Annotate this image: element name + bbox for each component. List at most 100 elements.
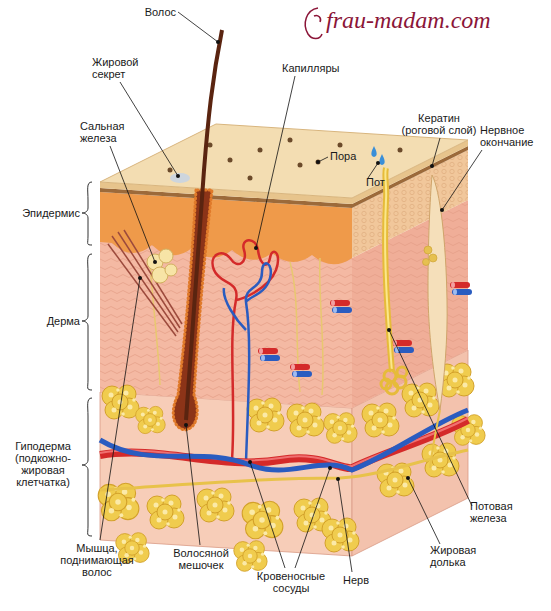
vessel-cross-sections <box>392 340 414 353</box>
dermal-nerves <box>150 258 323 395</box>
part-label: Волос <box>130 6 176 18</box>
skin-surface <box>168 168 173 173</box>
leader-lines <box>432 138 440 166</box>
watermark: frau-madam.com <box>326 6 546 34</box>
leader-dots <box>387 328 391 332</box>
nerve <box>430 410 440 468</box>
part-label: Кератин (роговой слой) <box>400 112 478 136</box>
sebaceous-gland <box>159 249 173 263</box>
deep-blood-vessels <box>100 420 468 468</box>
part-label: Пора <box>330 150 370 162</box>
leader-lines <box>250 462 285 568</box>
part-label: Кровеносные сосуды <box>253 570 329 594</box>
leader-lines <box>368 163 378 178</box>
hair-follicle <box>170 30 222 430</box>
sebaceous-gland <box>165 264 177 276</box>
sweat-gland <box>385 168 392 372</box>
part-label: Нерв <box>343 574 383 586</box>
fat-lobules <box>234 541 267 572</box>
part-label: Жировой секрет <box>92 56 148 80</box>
part-label: Потовая железа <box>470 500 530 524</box>
leader-lines <box>338 479 352 572</box>
leader-lines <box>389 330 472 506</box>
leader-dots <box>328 466 332 470</box>
leader-dots <box>430 164 434 168</box>
fat-lobules <box>452 415 485 446</box>
leader-lines <box>110 146 155 262</box>
part-label: Нервное окончание <box>480 124 550 148</box>
vessel-cross-sections <box>290 364 312 377</box>
fat-lobules <box>98 363 485 571</box>
layer-label: Гиподерма (подкожно- жировая клетчатка) <box>6 440 80 488</box>
nerve-ending <box>423 246 438 266</box>
skin-surface <box>316 160 321 165</box>
leader-lines <box>408 478 440 544</box>
fat-lobules <box>322 518 359 552</box>
leader-lines <box>186 425 200 545</box>
nerve-ending <box>423 175 448 410</box>
leader-dots <box>138 276 142 280</box>
layer-brackets <box>82 254 92 390</box>
skin-surface <box>338 143 343 148</box>
fat-lobules <box>242 501 283 538</box>
part-label: Мышца, поднимающая волос <box>55 542 139 578</box>
deep-blood-vessels <box>100 410 468 470</box>
arrector-pili-muscle <box>108 244 176 336</box>
leader-dots <box>248 460 252 464</box>
skin-surface <box>258 148 263 153</box>
fat-lobules <box>102 385 139 419</box>
nerve-ending <box>428 175 447 410</box>
dermal-nerves <box>320 258 323 395</box>
leader-dots <box>184 423 188 427</box>
leader-dots <box>440 208 444 212</box>
deep-blood-vessels <box>100 418 468 466</box>
hair-follicle <box>186 30 222 420</box>
leader-dots <box>176 174 180 178</box>
sweat-gland <box>397 367 407 377</box>
leader-dots <box>316 160 320 164</box>
layer-label: Эпидермис <box>18 207 80 219</box>
fat-lobules <box>147 495 184 529</box>
nerve <box>100 450 468 490</box>
leader-dots <box>254 246 258 250</box>
nerve <box>100 410 468 490</box>
nerve-ending <box>429 254 437 262</box>
sweat-drops <box>379 154 384 165</box>
part-label: Жировая долька <box>430 544 490 568</box>
nerve-ending <box>423 259 430 266</box>
part-label: Волосяной мешочек <box>168 547 234 571</box>
leader-lines <box>442 150 482 210</box>
layer-brackets <box>82 182 92 536</box>
fat-lobules <box>247 398 284 432</box>
leader-lines <box>100 12 482 572</box>
leader-lines <box>178 12 218 42</box>
fat-lobules <box>136 406 166 433</box>
leader-lines <box>120 82 178 176</box>
sweat-drops <box>371 146 384 165</box>
leader-dots <box>216 40 220 44</box>
hypodermis-layer <box>100 392 352 556</box>
vessel-cross-sections <box>258 348 280 361</box>
sebaceous-gland <box>147 249 177 283</box>
logo-icon <box>305 8 322 39</box>
sweat-gland <box>381 379 391 389</box>
vessel-cross-sections <box>450 282 472 295</box>
sweat-gland <box>381 367 407 394</box>
fat-lobules <box>287 403 324 437</box>
leader-dots <box>153 260 157 264</box>
logo-icon <box>305 8 322 39</box>
hair-follicle <box>170 173 190 183</box>
leader-lines <box>295 468 330 568</box>
layer-brackets <box>82 398 92 536</box>
skin-surface <box>298 163 303 168</box>
leader-dots <box>406 476 410 480</box>
arrector-pili-muscle <box>108 230 182 336</box>
arrector-pili-muscle <box>112 236 178 332</box>
leader-dots <box>138 40 444 481</box>
deep-blood-vessels <box>100 410 468 470</box>
leader-dots <box>376 161 380 165</box>
fat-lobules <box>324 413 357 444</box>
fat-lobules <box>197 488 234 522</box>
